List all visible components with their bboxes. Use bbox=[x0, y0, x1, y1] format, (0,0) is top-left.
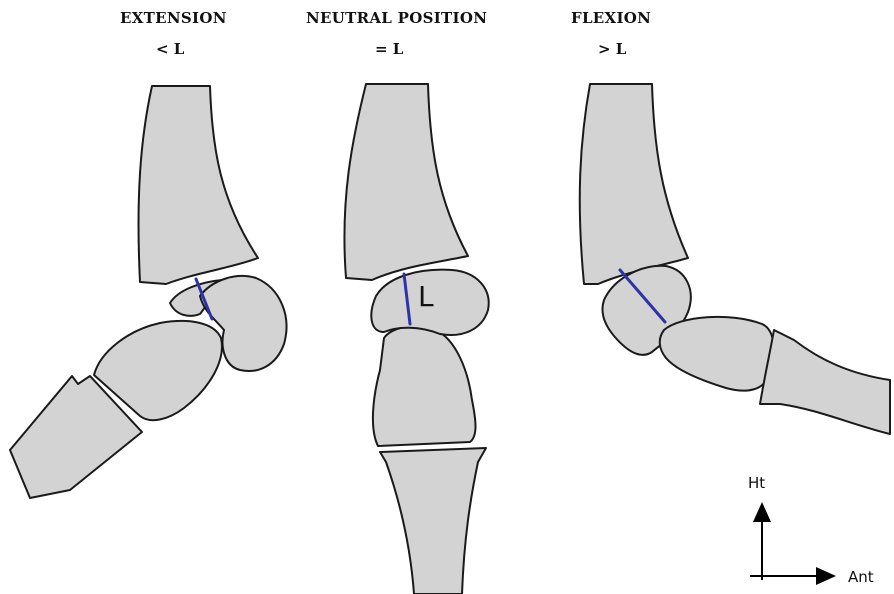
neutral-lower-shaft bbox=[380, 448, 486, 594]
extension-panel bbox=[10, 86, 286, 498]
orientation-axes: Ht Ant bbox=[748, 474, 874, 586]
axis-label-ant: Ant bbox=[848, 568, 874, 586]
flexion-middle-bone bbox=[660, 317, 774, 391]
flexion-panel bbox=[580, 84, 890, 434]
flexion-proximal-shaft bbox=[580, 84, 688, 284]
right-arrowhead-icon bbox=[816, 567, 836, 585]
segment-label: L bbox=[418, 280, 434, 313]
extension-proximal-shaft bbox=[139, 86, 259, 284]
neutral-middle-block bbox=[373, 326, 476, 446]
axis-label-ht: Ht bbox=[748, 474, 765, 492]
flexion-distal-shaft bbox=[760, 330, 890, 434]
neutral-proximal-shaft bbox=[344, 84, 468, 280]
up-arrowhead-icon bbox=[753, 502, 771, 522]
neutral-panel: L bbox=[344, 84, 488, 594]
